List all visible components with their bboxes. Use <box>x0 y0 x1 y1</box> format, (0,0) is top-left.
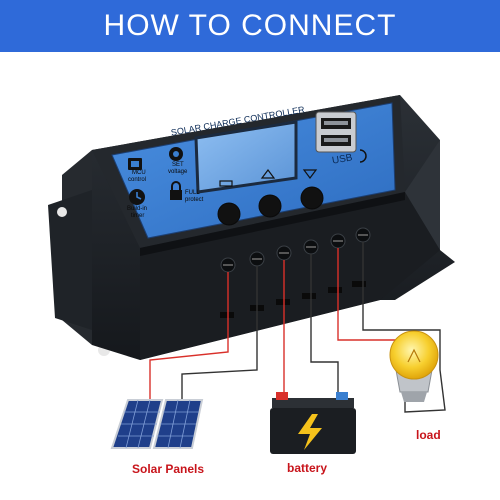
terminal-screw <box>220 257 236 273</box>
solar-panels <box>110 399 204 449</box>
feature-timer-line1: Build-in <box>127 206 148 212</box>
menu-button <box>217 202 241 226</box>
terminal-block <box>220 227 371 318</box>
feature-mcu-line1: MCU <box>132 170 146 176</box>
load-label: load <box>416 428 441 442</box>
banner-title: HOW TO CONNECT <box>103 9 397 42</box>
feature-timer-line2: timer <box>131 213 145 219</box>
battery-positive-terminal <box>276 392 288 400</box>
terminal-screw <box>276 245 292 261</box>
usb-ports <box>315 111 357 153</box>
load-negative-wire <box>362 242 446 413</box>
feature-set-line2: voltage <box>168 169 188 175</box>
up-button <box>258 194 282 218</box>
terminal-screw <box>355 227 371 243</box>
battery-negative-terminal <box>336 392 348 400</box>
chip-icon <box>128 158 142 170</box>
lightning-icon <box>298 414 322 450</box>
gear-icon <box>169 147 183 161</box>
button-row <box>217 169 324 226</box>
terminal-slot <box>302 293 316 299</box>
battery <box>270 392 356 454</box>
feature-protect-line1: FULL <box>185 190 200 196</box>
terminal-slot <box>276 299 290 305</box>
battery-icon <box>219 180 233 187</box>
clock-icon <box>129 189 145 205</box>
terminal-screw <box>303 239 319 255</box>
control-panel <box>111 102 396 239</box>
solar-positive-wire <box>149 272 229 400</box>
feature-mcu-line2: control <box>128 177 147 183</box>
title-banner: HOW TO CONNECT <box>0 0 500 52</box>
terminal-screw <box>330 233 346 249</box>
light-bulb <box>389 330 439 402</box>
terminal-screw <box>249 251 265 267</box>
usb-icon <box>359 149 367 163</box>
terminal-slot <box>352 281 366 287</box>
down-button <box>300 186 324 210</box>
down-arrow-icon <box>302 169 318 179</box>
mount-hole <box>57 207 67 217</box>
solar-negative-wire <box>181 266 258 400</box>
terminal-slot <box>328 287 342 293</box>
up-arrow-icon <box>260 169 276 179</box>
battery-negative-wire <box>310 254 339 395</box>
feature-protect-line2: protect <box>185 197 204 203</box>
solar-panels-label: Solar Panels <box>132 462 205 476</box>
lock-icon <box>170 181 182 200</box>
feature-set-line1: SET <box>172 162 184 168</box>
terminal-slot <box>220 312 234 318</box>
battery-label: battery <box>287 461 328 475</box>
